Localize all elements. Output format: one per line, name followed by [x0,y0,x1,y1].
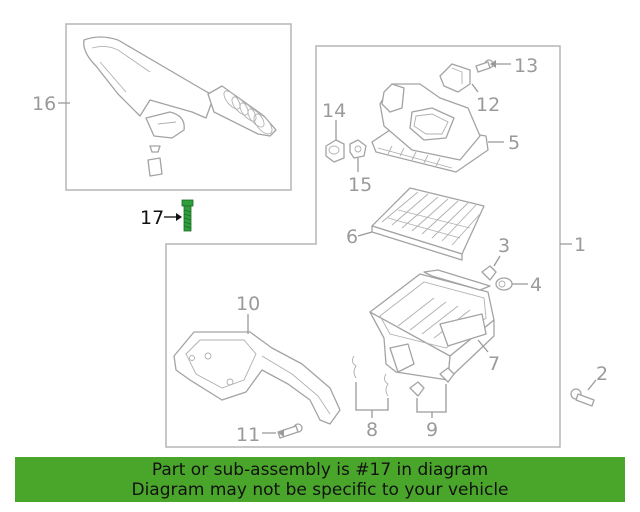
banner-line-1: Part or sub-assembly is #17 in diagram [151,460,489,480]
part-2-bolt [570,388,595,407]
part-15-nut [349,139,367,159]
part-17-bolt [181,199,194,232]
callout-1: 1 [574,234,586,256]
part-12-sensor [439,63,471,93]
part-3-clip [481,265,497,281]
callout-5: 5 [508,132,520,154]
part-8-clips [351,355,389,397]
part-4-grommet [495,277,513,291]
inset-frame-16 [65,23,292,191]
callout-7: 7 [488,353,500,375]
callout-14: 14 [322,100,346,122]
part-14-grommet [325,139,345,163]
callout-15: 15 [348,174,372,196]
part-7-lower-box [369,269,495,381]
part-9-grommets [409,367,455,397]
callout-6: 6 [346,226,358,248]
callout-9: 9 [426,419,438,441]
info-banner: Part or sub-assembly is #17 in diagram D… [15,457,625,502]
callout-12: 12 [476,94,500,116]
part-16-intake-duct [83,36,277,177]
callout-4: 4 [530,274,542,296]
part-6-filter [371,187,485,261]
callout-16: 16 [32,93,56,115]
part-5-cover [371,83,489,173]
callout-8: 8 [366,419,378,441]
callout-13: 13 [514,55,538,77]
callout-3: 3 [498,235,510,257]
part-10-duct [173,331,341,425]
banner-line-2: Diagram may not be specific to your vehi… [131,480,509,500]
callout-2: 2 [596,363,608,385]
part-13-bolt [475,59,494,73]
callout-11: 11 [236,424,260,446]
callout-10: 10 [236,293,260,315]
assembly-frame-1 [165,45,561,448]
callout-17: 17 [140,207,164,229]
